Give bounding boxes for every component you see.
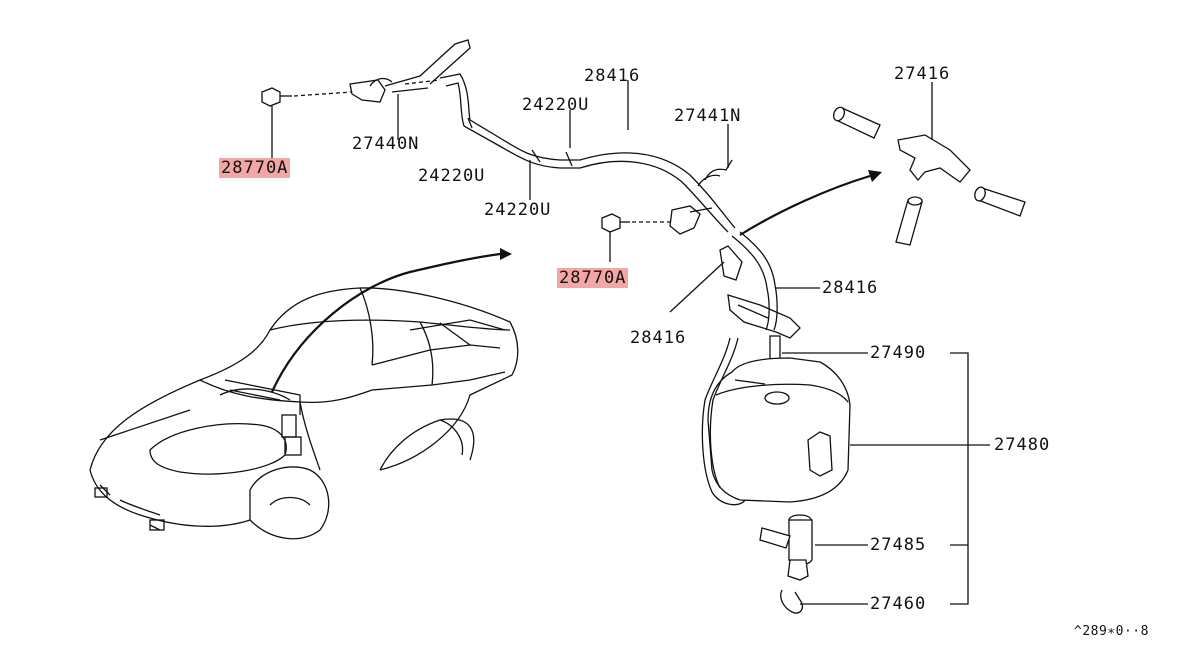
- car-illustration: [89, 287, 519, 540]
- right-nozzle-assembly: [601, 205, 713, 262]
- washer-pump: [759, 514, 813, 614]
- washer-tank: [701, 294, 851, 506]
- label-hose-mid: 28416: [822, 278, 879, 298]
- label-clip-c: 24220U: [522, 95, 590, 115]
- label-clip-b: 24220U: [484, 200, 552, 220]
- arrow-to-joint: [739, 170, 882, 236]
- label-hose-top: 28416: [584, 66, 641, 86]
- label-hose-lower: 28416: [630, 328, 687, 348]
- label-tank: 27480: [994, 435, 1051, 455]
- label-bolt-left: 28770A: [219, 158, 291, 178]
- label-tank-cap: 27490: [870, 343, 927, 363]
- washer-hoses: [439, 73, 778, 331]
- diagram-code: ^289∗0··8: [1074, 624, 1149, 639]
- arrow-car-to-nozzles: [270, 248, 512, 393]
- label-clip-a: 24220U: [418, 166, 486, 186]
- label-nozzle-right: 27441N: [674, 106, 742, 126]
- label-pump: 27485: [870, 535, 927, 555]
- label-bolt-center: 28770A: [557, 268, 629, 288]
- label-nozzle-left: 27440N: [352, 134, 420, 154]
- joint-detail: [832, 82, 1026, 246]
- label-joint: 27416: [894, 64, 951, 84]
- leader-lines: [529, 80, 990, 605]
- left-nozzle-assembly: [261, 39, 471, 160]
- label-seal: 27460: [870, 594, 927, 614]
